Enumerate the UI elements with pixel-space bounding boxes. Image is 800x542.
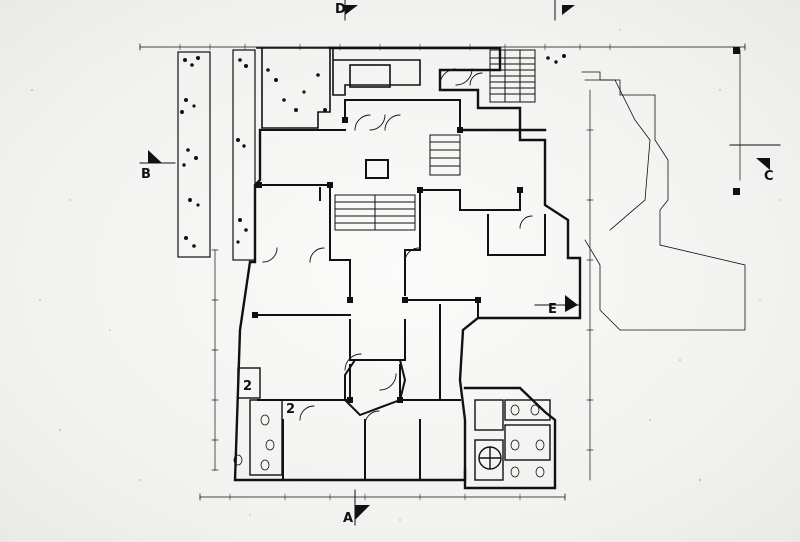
section-label-b: B (141, 167, 151, 182)
right-dimension-line (586, 49, 741, 481)
stair-mark-2: 2 (286, 402, 295, 417)
structural-columns (252, 47, 740, 403)
section-marker-c (729, 144, 781, 170)
interior-walls (254, 99, 546, 481)
shrub-clusters (180, 54, 566, 248)
section-label-a: A (343, 511, 353, 526)
main-stair (489, 49, 536, 103)
left-dimension-line (211, 249, 219, 471)
restroom-block (474, 399, 551, 481)
door-swings (262, 68, 533, 426)
central-stair (334, 134, 461, 231)
stair-mark-1: 2 (243, 379, 252, 394)
entry-vestibule (344, 159, 407, 417)
section-marker-e (534, 295, 581, 312)
section-marker-d (344, 0, 575, 21)
paper-speckles (31, 29, 781, 521)
restroom-lower-left (233, 367, 283, 476)
left-garden-strip (177, 49, 566, 261)
section-marker-a (354, 489, 370, 526)
section-marker-b (139, 150, 176, 164)
east-terrace-outline (581, 71, 746, 331)
section-label-e: E (548, 302, 557, 317)
building-outline (233, 46, 582, 490)
section-label-c: C (764, 169, 774, 184)
bottom-dimension-line (199, 493, 566, 501)
section-label-d: D (335, 2, 346, 17)
